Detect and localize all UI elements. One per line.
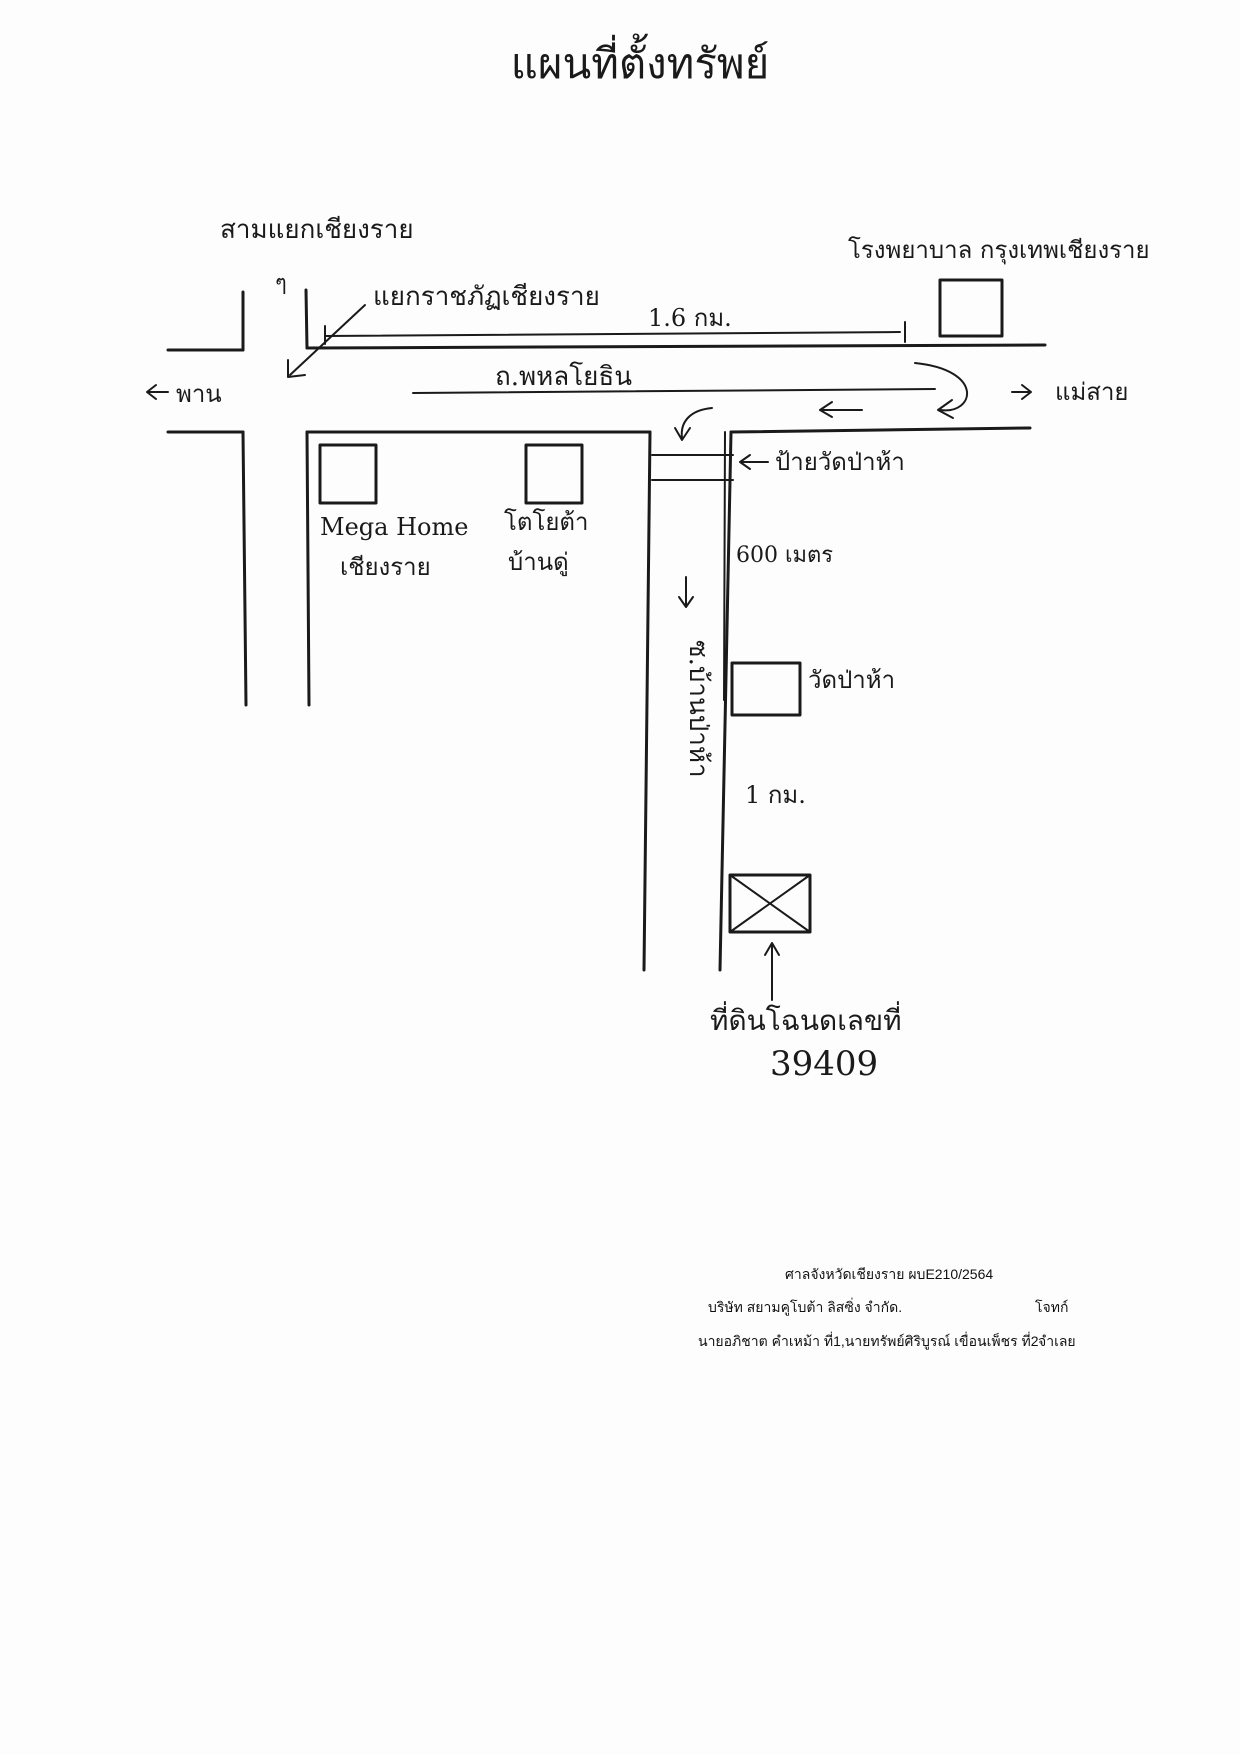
label-hospital: โรงพยาบาล กรุงเทพเชียงราย bbox=[848, 236, 1150, 265]
label-intersection: แยกราชภัฏเชียงราย bbox=[373, 282, 600, 312]
main-road-center-line bbox=[412, 388, 936, 394]
label-junction-direction-mark: ๆ bbox=[275, 271, 287, 296]
footer-plaintiff-role: โจทก์ bbox=[1035, 1299, 1069, 1315]
u-turn-arrowhead bbox=[937, 399, 954, 419]
side-road-left-edge bbox=[642, 430, 652, 972]
label-sign: ป้ายวัดป่าห้า bbox=[775, 448, 905, 476]
junction-pointer bbox=[289, 304, 366, 376]
label-side-road: ซ.บ้านป่าห้า bbox=[683, 640, 713, 778]
label-main-road: ถ.พหลโยธิน bbox=[495, 361, 632, 392]
side-road-arrowhead bbox=[678, 596, 694, 608]
main-road-upper-edge bbox=[305, 343, 1047, 350]
plot-cross bbox=[729, 874, 811, 933]
footer-court-case: ศาลจังหวัดเชียงราย ผบE210/2564 bbox=[785, 1266, 994, 1282]
label-toyota-branch: บ้านดู่ bbox=[508, 548, 569, 577]
label-to-right: แม่สาย bbox=[1055, 378, 1128, 406]
label-distance-side: 600 เมตร bbox=[736, 543, 833, 568]
label-distance-plot: 1 กม. bbox=[745, 781, 806, 809]
left-arrow-lane-head bbox=[819, 401, 833, 418]
label-distance-main: 1.6 กม. bbox=[648, 304, 732, 332]
main-road-lower-right bbox=[729, 426, 1032, 434]
temple-box bbox=[730, 661, 802, 717]
distance-measure-main bbox=[324, 331, 901, 337]
label-to-left: พาน bbox=[176, 380, 222, 408]
plot-box bbox=[728, 873, 812, 934]
toyota-box bbox=[524, 443, 584, 505]
side-road-inner-line bbox=[723, 431, 726, 701]
label-temple: วัดป่าห้า bbox=[808, 666, 895, 694]
u-turn-arrow bbox=[914, 362, 969, 412]
footer-defendant-role: จำเลย bbox=[1038, 1333, 1076, 1349]
hospital-box bbox=[938, 278, 1004, 338]
plot-pointer-head bbox=[764, 942, 780, 956]
label-mega-home-city: เชียงราย bbox=[340, 553, 431, 581]
map-title: แผนที่ตั้งทรัพย์ bbox=[511, 33, 769, 88]
turn-arrow bbox=[680, 407, 713, 439]
road-right-edge-bottom bbox=[305, 430, 311, 707]
label-toyota: โตโยต้า bbox=[504, 508, 589, 536]
road-right-edge-top bbox=[304, 288, 309, 350]
label-plot-title: ที่ดินโฉนดเลขที่ bbox=[710, 1001, 902, 1037]
arrow-to-left-head bbox=[146, 384, 157, 400]
label-plot-number: 39409 bbox=[770, 1044, 878, 1084]
junction-pointer-head bbox=[287, 359, 306, 378]
side-road-right-edge bbox=[718, 430, 733, 972]
turn-arrowhead bbox=[674, 427, 691, 441]
arrow-to-right-head bbox=[1021, 384, 1032, 400]
sign-pointer-head bbox=[739, 454, 751, 470]
footer-defendants: นายอภิชาต คำเหม้า ที่1,นายทรัพย์ศิริบูรณ… bbox=[698, 1333, 1039, 1349]
road-left-edge-bottom bbox=[241, 430, 248, 707]
footer-plaintiff: บริษัท สยามคูโบต้า ลิสซิ่ง จำกัด. bbox=[708, 1299, 903, 1315]
label-mega-home: Mega Home bbox=[320, 513, 468, 541]
mega-home-box bbox=[318, 443, 378, 505]
label-top-left-junction: สามแยกเชียงราย bbox=[220, 215, 414, 245]
